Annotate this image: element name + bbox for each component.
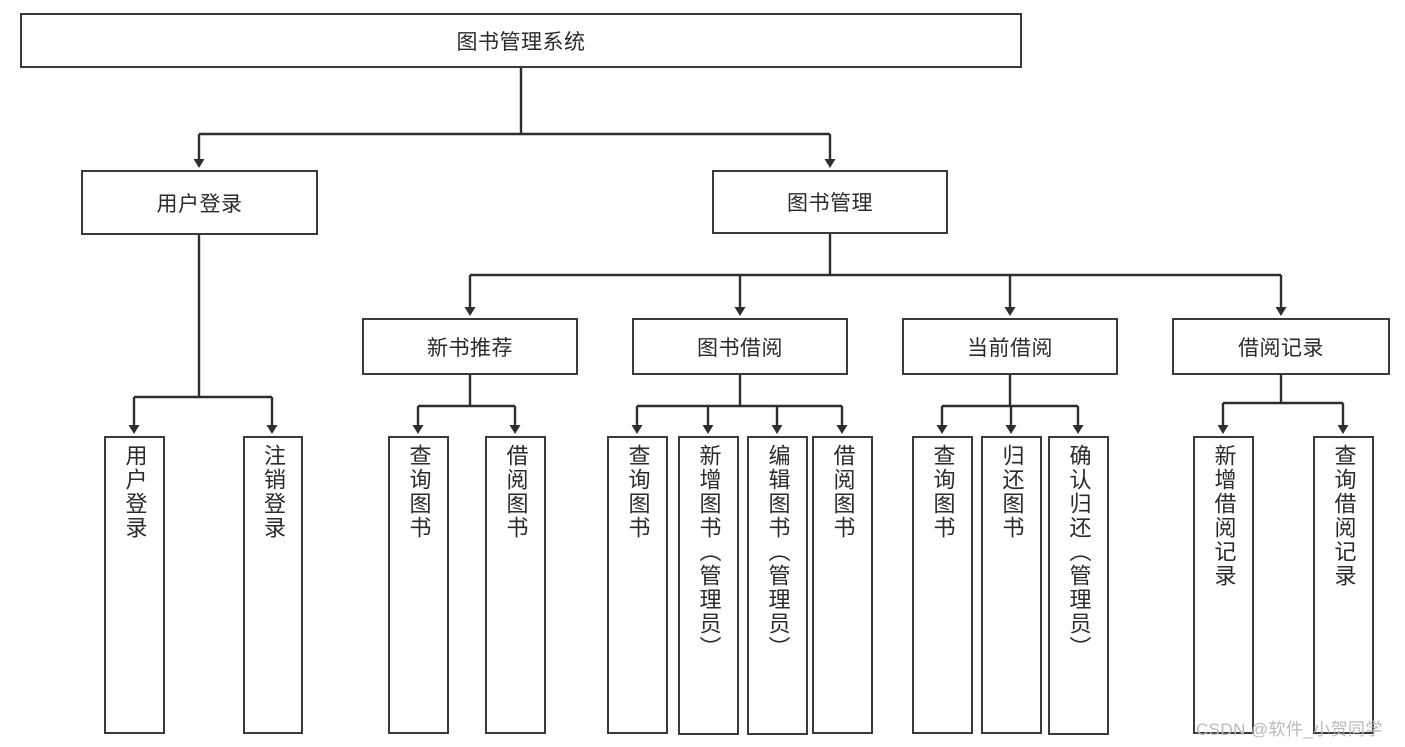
leaf-query-book-recommend[interactable]: 查询图书 — [388, 436, 449, 734]
leaf-query-book-borrow[interactable]: 查询图书 — [607, 436, 668, 734]
csdn-watermark: CSDN @软件_小贺同学 — [1196, 720, 1383, 739]
node-label: 查询图书 — [406, 444, 432, 540]
leaf-borrow-book-borrow[interactable]: 借阅图书 — [812, 436, 873, 734]
leaf-borrow-book-recommend[interactable]: 借阅图书 — [485, 436, 546, 734]
leaf-query-book-current[interactable]: 查询图书 — [912, 436, 973, 734]
node-label: 用户登录 — [122, 444, 148, 540]
node-label: 图书管理 — [787, 192, 873, 215]
node-label: 查询借阅记录 — [1331, 444, 1357, 588]
leaf-query-borrow-record[interactable]: 查询借阅记录 — [1313, 436, 1374, 734]
node-new-book-recommend[interactable]: 新书推荐 — [362, 318, 578, 375]
leaf-return-book[interactable]: 归还图书 — [981, 436, 1042, 734]
node-label: 注销登录 — [260, 444, 286, 540]
leaf-add-book-admin[interactable]: 新增图书（管理员） — [678, 436, 739, 735]
node-label: 图书借阅 — [697, 336, 783, 360]
node-borrow-record[interactable]: 借阅记录 — [1172, 318, 1390, 375]
node-label: 新增借阅记录 — [1211, 444, 1237, 588]
node-user-login[interactable]: 用户登录 — [81, 170, 318, 235]
node-label: 当前借阅 — [967, 336, 1053, 360]
node-label: 用户登录 — [156, 192, 243, 216]
leaf-user-login[interactable]: 用户登录 — [104, 436, 165, 734]
node-current-borrow[interactable]: 当前借阅 — [902, 318, 1118, 375]
node-book-borrow[interactable]: 图书借阅 — [632, 318, 848, 375]
node-book-manage[interactable]: 图书管理 — [712, 170, 948, 234]
node-label: 新书推荐 — [427, 336, 513, 360]
node-label: 确认归还（管理员） — [1066, 444, 1092, 660]
node-label: 新增图书（管理员） — [696, 444, 722, 660]
leaf-edit-book-admin[interactable]: 编辑图书（管理员） — [747, 436, 808, 735]
node-label: 借阅图书 — [830, 444, 856, 540]
leaf-logout[interactable]: 注销登录 — [243, 436, 303, 734]
node-label: 借阅记录 — [1238, 336, 1324, 360]
node-label: 归还图书 — [999, 444, 1025, 540]
node-label: 图书管理系统 — [456, 30, 586, 54]
node-label: 编辑图书（管理员） — [765, 444, 791, 660]
leaf-confirm-return-admin[interactable]: 确认归还（管理员） — [1048, 436, 1109, 735]
node-root-system[interactable]: 图书管理系统 — [20, 13, 1022, 68]
node-label: 查询图书 — [930, 444, 956, 540]
leaf-add-borrow-record[interactable]: 新增借阅记录 — [1193, 436, 1254, 734]
node-label: 查询图书 — [625, 444, 651, 540]
node-label: 借阅图书 — [503, 444, 529, 540]
